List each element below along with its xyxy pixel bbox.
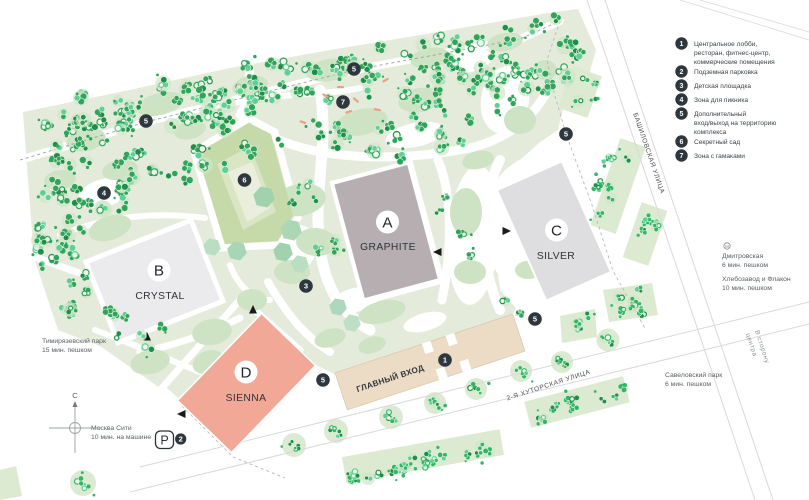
svg-text:3: 3 <box>680 83 684 90</box>
svg-text:10 мин. на машине: 10 мин. на машине <box>91 434 151 441</box>
svg-text:15 мин. пешком: 15 мин. пешком <box>42 347 92 354</box>
svg-text:Зона для пикника: Зона для пикника <box>694 97 748 104</box>
svg-text:Дополнительный: Дополнительный <box>694 110 747 118</box>
svg-text:4: 4 <box>680 97 684 104</box>
svg-text:6 мин. пешком: 6 мин. пешком <box>665 381 711 388</box>
svg-text:D: D <box>241 364 252 381</box>
svg-text:SILVER: SILVER <box>537 251 575 262</box>
svg-text:7: 7 <box>341 98 345 107</box>
svg-text:P: P <box>160 433 168 447</box>
svg-text:6 мин. пешком: 6 мин. пешком <box>722 262 768 269</box>
svg-text:Хлебозавод и Флакон: Хлебозавод и Флакон <box>722 275 791 283</box>
svg-text:2: 2 <box>179 435 183 444</box>
svg-text:10 мин. пешком: 10 мин. пешком <box>722 285 772 292</box>
svg-text:Тимирязевский парк: Тимирязевский парк <box>42 337 106 345</box>
svg-text:Детская площадка: Детская площадка <box>694 83 751 90</box>
svg-text:Подземная парковка: Подземная парковка <box>694 69 758 76</box>
svg-text:GRAPHITE: GRAPHITE <box>360 242 416 253</box>
svg-text:Москва Сити: Москва Сити <box>91 425 132 432</box>
svg-text:комплекса: комплекса <box>694 129 727 136</box>
svg-text:6: 6 <box>242 176 246 185</box>
svg-text:2: 2 <box>680 69 684 76</box>
svg-text:CRYSTAL: CRYSTAL <box>135 291 184 302</box>
svg-text:1: 1 <box>443 356 447 365</box>
svg-text:4: 4 <box>102 189 107 198</box>
svg-text:Дмитровская: Дмитровская <box>722 253 764 260</box>
svg-text:Секретный сад: Секретный сад <box>694 138 740 146</box>
svg-text:5: 5 <box>144 117 148 126</box>
svg-text:A: A <box>382 214 393 231</box>
svg-text:3: 3 <box>304 282 308 291</box>
svg-text:М: М <box>725 244 729 249</box>
svg-text:B: B <box>154 262 164 279</box>
svg-text:5: 5 <box>352 65 356 74</box>
svg-text:1: 1 <box>680 41 684 48</box>
svg-text:SIENNA: SIENNA <box>226 393 267 404</box>
svg-text:С: С <box>72 391 78 400</box>
svg-text:коммерческие помещения: коммерческие помещения <box>694 59 775 66</box>
svg-text:ресторан, фитнес-центр,: ресторан, фитнес-центр, <box>694 50 771 57</box>
svg-text:C: C <box>551 222 562 239</box>
svg-text:5: 5 <box>564 130 568 139</box>
svg-text:5: 5 <box>533 315 537 324</box>
svg-text:Савеловский парк: Савеловский парк <box>665 371 722 379</box>
svg-text:5: 5 <box>680 111 684 118</box>
svg-text:5: 5 <box>321 376 325 385</box>
svg-text:вход/выход на территорию: вход/выход на территорию <box>694 120 776 127</box>
svg-text:Зона с гамаками: Зона с гамаками <box>694 153 745 160</box>
svg-text:7: 7 <box>680 153 684 160</box>
svg-text:6: 6 <box>680 139 684 146</box>
svg-text:Центральное лобби,: Центральное лобби, <box>694 40 757 48</box>
